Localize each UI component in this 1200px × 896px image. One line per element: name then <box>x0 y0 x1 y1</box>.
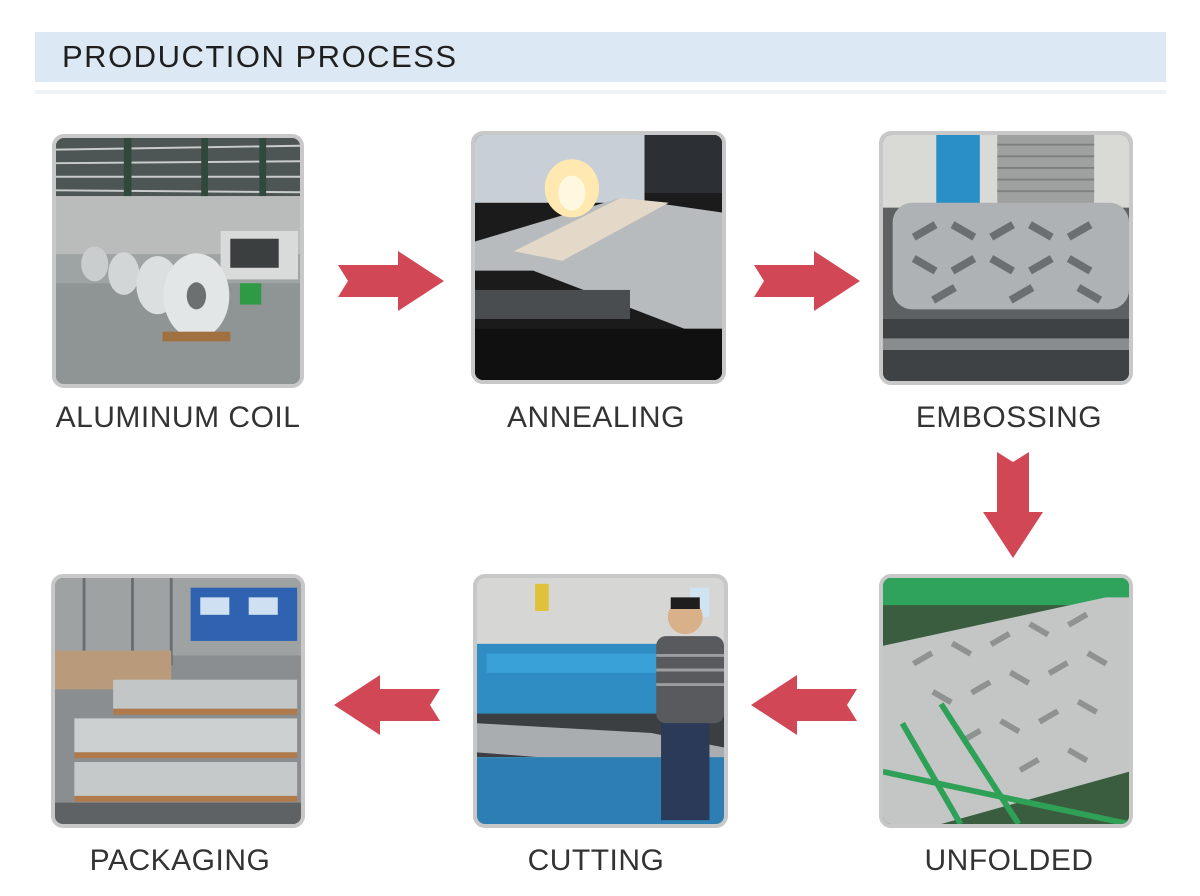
aluminum-coil-photo <box>52 134 304 388</box>
unfolded-photo <box>879 574 1133 828</box>
step-label-cutting: CUTTING <box>527 844 665 877</box>
header-band: PRODUCTION PROCESS <box>35 32 1166 82</box>
step-label-aluminum-coil: ALUMINUM COIL <box>55 401 301 434</box>
step-label-annealing: ANNEALING <box>507 401 685 434</box>
packaging-photo <box>51 574 305 828</box>
arrow-left-icon <box>334 675 440 735</box>
embossing-photo <box>879 131 1133 385</box>
arrow-right-icon <box>754 251 860 311</box>
arrow-right-icon <box>338 251 444 311</box>
step-label-packaging: PACKAGING <box>89 844 271 877</box>
arrow-left-icon <box>751 675 857 735</box>
step-label-unfolded: UNFOLDED <box>924 844 1094 877</box>
annealing-photo <box>471 131 726 384</box>
arrow-down-icon <box>983 452 1043 558</box>
page-title: PRODUCTION PROCESS <box>62 39 458 74</box>
cutting-photo <box>473 574 728 828</box>
step-label-embossing: EMBOSSING <box>915 401 1103 434</box>
header-divider <box>35 90 1166 94</box>
